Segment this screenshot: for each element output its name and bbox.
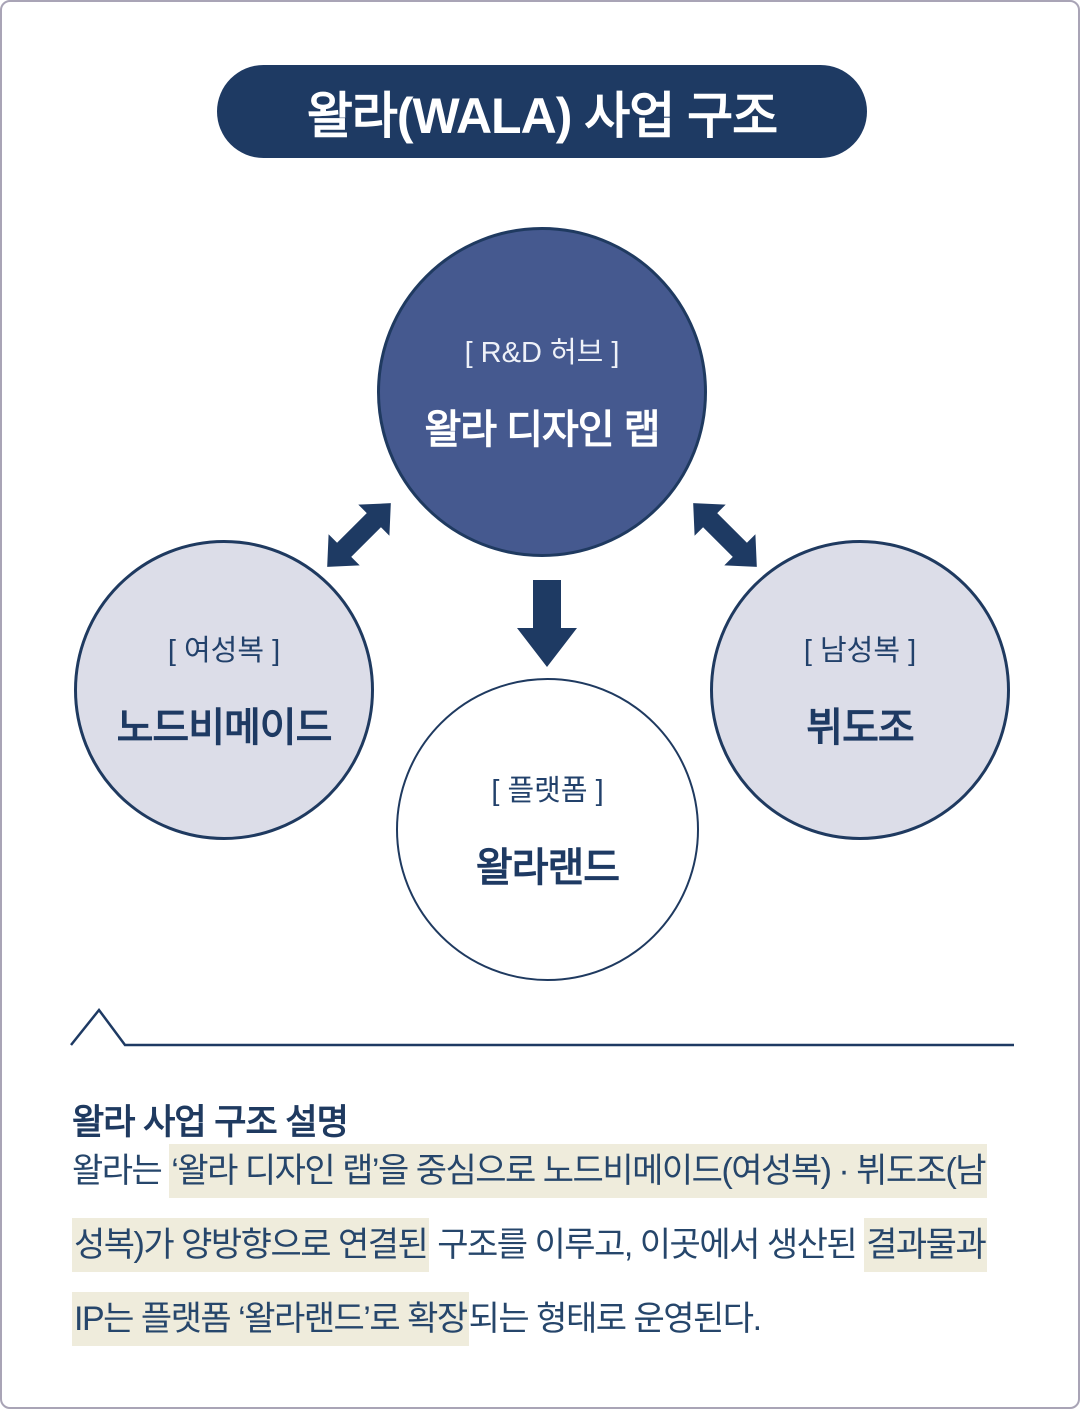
bidirectional-arrow-left-icon xyxy=(327,503,391,567)
platform-role-label: [ 플랫폼 ] xyxy=(491,774,604,807)
description-line-1: 왈라는 ‘왈라 디자인 랩’을 중심으로 노드비메이드(여성복) · 뷔도조(남 xyxy=(72,1143,988,1199)
description-heading: 왈라 사업 구조 설명 xyxy=(72,1103,349,1142)
page-title: 왈라(WALA) 사업 구조 xyxy=(306,87,778,144)
menswear-role-label: [ 남성복 ] xyxy=(803,635,917,667)
highlighted-text: IP는 플랫폼 ‘왈라랜드’로 확장 xyxy=(72,1292,469,1346)
platform-name: 왈라랜드 xyxy=(475,845,620,890)
description-text: 되는 형태로 운영된다. xyxy=(468,1300,762,1338)
highlighted-text: 성복)가 양방향으로 연결된 xyxy=(72,1218,430,1272)
menswear-name: 뷔도조 xyxy=(806,706,914,750)
womenswear-circle: [ 여성복 ] 노드비메이드 xyxy=(74,540,374,840)
menswear-circle: [ 남성복 ] 뷔도조 xyxy=(710,540,1010,840)
hub-circle-wala-design-lab: [ R&D 허브 ] 왈라 디자인 랩 xyxy=(377,227,707,557)
womenswear-role-label: [ 여성복 ] xyxy=(167,635,281,667)
platform-circle: [ 플랫폼 ] 왈라랜드 xyxy=(396,678,699,981)
hub-name: 왈라 디자인 랩 xyxy=(424,408,660,452)
description-line-2: 성복)가 양방향으로 연결된 구조를 이루고, 이곳에서 생산된 결과물과 xyxy=(72,1217,988,1273)
womenswear-name: 노드비메이드 xyxy=(116,706,333,750)
bidirectional-arrow-right-icon xyxy=(693,503,757,567)
highlighted-text: ‘왈라 디자인 랩’을 중심으로 노드비메이드(여성복) · 뷔도조(남 xyxy=(169,1144,988,1198)
title-banner: 왈라(WALA) 사업 구조 xyxy=(217,65,867,158)
description-text: 구조를 이루고, 이곳에서 생산된 xyxy=(429,1226,865,1264)
separator-line xyxy=(70,1007,1014,1047)
down-arrow-icon xyxy=(517,580,577,667)
description-line-3: IP는 플랫폼 ‘왈라랜드’로 확장되는 형태로 운영된다. xyxy=(72,1291,762,1347)
description-text: 왈라는 xyxy=(72,1152,170,1190)
hub-role-label: [ R&D 허브 ] xyxy=(464,337,620,369)
highlighted-text: 결과물과 xyxy=(864,1218,988,1272)
